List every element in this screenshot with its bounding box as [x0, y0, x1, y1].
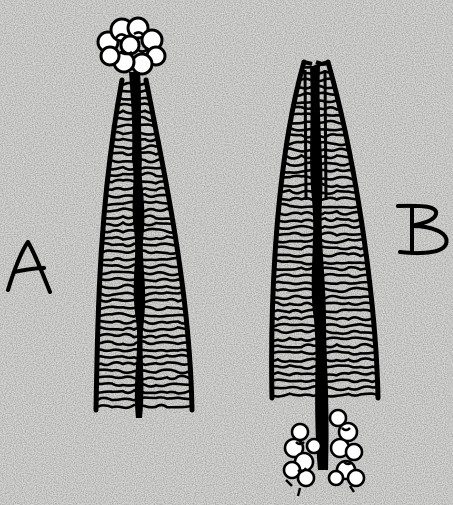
hair-b-tip [304, 62, 328, 64]
